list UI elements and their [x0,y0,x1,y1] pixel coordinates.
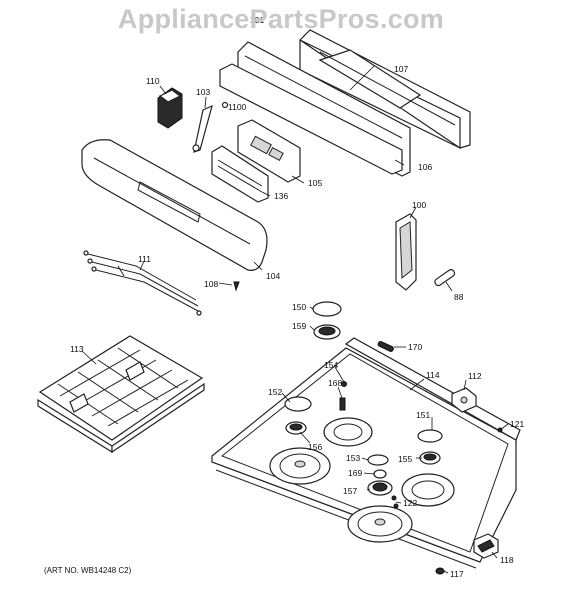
part-110-bracket [157,87,183,129]
part-159-burner-head [313,324,341,340]
part-100-side-bracket [395,213,417,291]
part-88-clip [434,268,456,287]
callout-151: 151 [416,410,430,420]
callout-108: 108 [204,279,218,289]
backsplash-front-frame [219,41,411,177]
part-112-switch [451,387,477,413]
part-113-grates [37,335,205,454]
part-154-spark [341,381,347,387]
callout-156: 156 [308,442,322,452]
callout-88: 88 [454,292,464,302]
callout-153: 153 [346,453,360,463]
callout-105: 105 [308,178,322,188]
callout-114: 114 [426,370,440,380]
part-108-screw [233,281,240,292]
callout-100: 100 [412,200,426,210]
callout-1100: 1100 [228,102,247,112]
part-1100-screw [221,101,229,109]
callout-113: 113 [70,344,84,354]
part-170-screw [377,340,394,352]
callout-150: 150 [292,302,306,312]
callout-118: 118 [500,555,514,565]
callout-136: 136 [274,191,288,201]
callout-168: 168 [328,378,342,388]
callout-103: 103 [196,87,210,97]
part-122-screws [391,495,399,509]
callout-122: 122 [403,498,417,508]
part-156-burner-head [285,421,307,435]
backsplash-rear-panel [299,29,471,150]
part-111-wire-harness [83,250,202,316]
part-104-control-panel [81,139,268,271]
callout-labels: 101 107 110 103 1100 106 105 136 100 111… [70,15,524,579]
burner-front [347,505,413,543]
callout-110: 110 [146,76,160,86]
callout-169: 169 [348,468,362,478]
part-155-burner-head [419,451,441,465]
art-number: (ART NO. WB14248 C2) [44,566,132,575]
part-151-burner-cap [417,429,443,443]
part-103-rod [192,104,213,153]
part-169-burner-head [373,469,387,479]
callout-157: 157 [343,486,357,496]
site-watermark: AppliancePartsPros.com [117,4,445,34]
burner-left-rear [269,447,331,485]
part-168-igniter [339,397,346,411]
burner-right-rear [401,473,455,507]
part-157-burner-head [367,480,393,496]
callout-117: 117 [450,569,464,579]
burner-center-rear [323,417,373,447]
callout-154: 154 [324,360,338,370]
part-105-control-board [237,119,301,183]
part-136-overlay [211,145,269,203]
callout-111: 111 [138,254,151,264]
part-152-burner-cap [284,396,312,412]
leader-lines [81,65,509,574]
callout-155: 155 [398,454,412,464]
callout-107: 107 [394,64,408,74]
part-117-washer [435,567,445,575]
callout-159: 159 [292,321,306,331]
callout-152: 152 [268,387,282,397]
callout-101: 101 [250,15,264,25]
callout-121: 121 [510,419,524,429]
callout-106: 106 [418,162,432,172]
part-150-burner-cap [312,301,342,317]
part-153-burner-cap [367,454,389,466]
callout-112: 112 [468,371,482,381]
callout-104: 104 [266,271,280,281]
callout-170: 170 [408,342,422,352]
